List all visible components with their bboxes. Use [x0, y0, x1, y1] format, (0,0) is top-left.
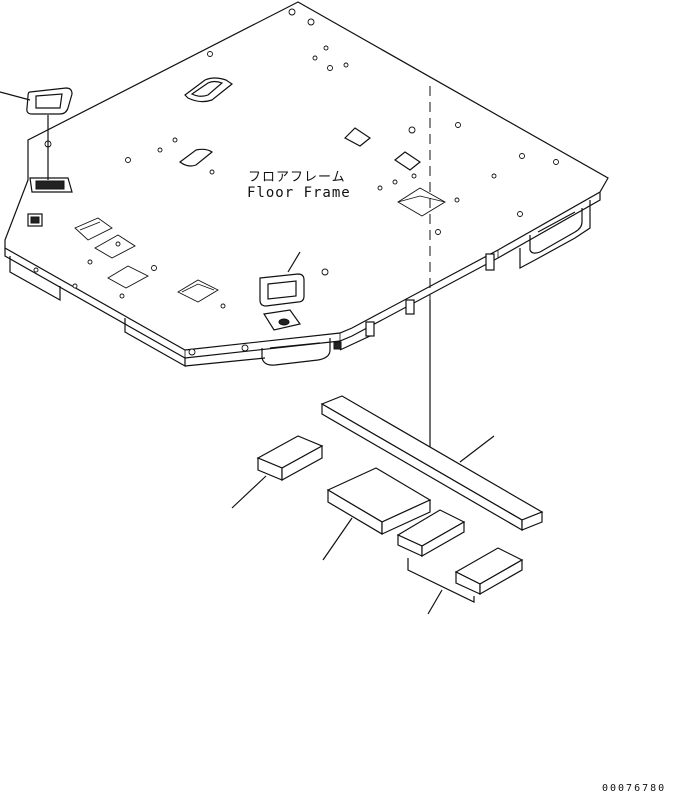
seal-block-small	[256, 435, 324, 482]
floor-frame-plate	[4, 1, 609, 359]
grommet-right	[259, 273, 305, 307]
floor-frame-label-en: Floor Frame	[247, 185, 351, 201]
drawing-code: 00076780	[602, 783, 667, 794]
leader-line-pair	[427, 589, 443, 615]
bracket-pair-leader	[407, 558, 475, 603]
seal-block-pair-b	[454, 547, 524, 596]
leader-line-long-strip	[459, 435, 495, 463]
floor-frame-label-jp: フロアフレーム	[248, 170, 346, 185]
seal-block-pair-a	[396, 509, 466, 558]
leader-line-grommet-left	[0, 91, 31, 101]
leader-line-large-block	[322, 517, 353, 561]
frame-skirt	[9, 200, 591, 368]
leader-line-grommet-right	[287, 251, 301, 273]
leader-line-small-block	[231, 475, 267, 509]
long-seal-strip	[320, 395, 544, 532]
seal-block-large	[326, 467, 432, 536]
grommet-left	[26, 87, 73, 115]
plate-cutouts	[27, 77, 446, 331]
plate-holes	[44, 8, 559, 309]
